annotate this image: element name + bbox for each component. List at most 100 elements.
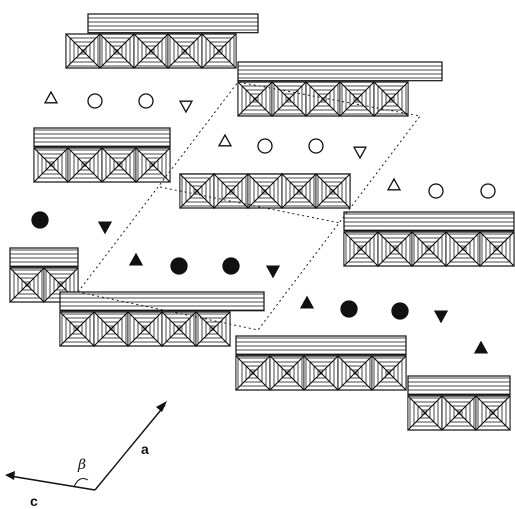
octahedron [306, 82, 340, 116]
octahedron-center [229, 189, 232, 192]
c-axis-arrowhead [5, 471, 15, 480]
filled-circle-icon [341, 301, 357, 317]
octahedron [60, 312, 94, 346]
octahedron [196, 312, 230, 346]
octahedron-center [49, 163, 52, 166]
octahedral-layer [238, 62, 442, 116]
octahedron-center [211, 327, 214, 330]
octahedron-center [149, 49, 152, 52]
octahedron-center [195, 189, 198, 192]
filled-triangle-up-icon [130, 254, 142, 265]
open-circle-icon [481, 184, 495, 198]
open-circle-icon [258, 139, 272, 153]
a-axis-arrowhead [156, 401, 167, 412]
octahedron-center [263, 189, 266, 192]
octahedron-center [353, 371, 356, 374]
open-circle-icon [429, 184, 443, 198]
octahedron [134, 34, 168, 68]
octahedron-center [109, 327, 112, 330]
layer-back-band [344, 212, 514, 231]
open-circle-icon [88, 94, 102, 108]
octahedron-center [461, 247, 464, 250]
filled-triangle-down-icon [435, 311, 447, 322]
octahedron-center [457, 411, 460, 414]
octahedron-center [427, 247, 430, 250]
open-circle-icon [139, 94, 153, 108]
layer-back-band [238, 62, 442, 81]
octahedron [68, 148, 102, 182]
octahedron [136, 148, 170, 182]
octahedron [340, 82, 374, 116]
octahedron [202, 34, 236, 68]
octahedron [214, 174, 248, 208]
octahedron [162, 312, 196, 346]
octahedron [100, 34, 134, 68]
octahedron [34, 148, 68, 182]
octahedral-layer [60, 292, 264, 346]
octahedron [374, 82, 408, 116]
octahedron-center [183, 49, 186, 52]
filled-triangle-up-icon [301, 297, 313, 308]
octahedron [10, 268, 44, 302]
octahedron [442, 396, 476, 430]
octahedron-center [151, 163, 154, 166]
octahedron-center [387, 371, 390, 374]
octahedron [66, 34, 100, 68]
octahedron-center [115, 49, 118, 52]
beta-angle-arc [74, 479, 88, 487]
filled-triangle-up-icon [475, 342, 487, 353]
octahedron-center [423, 411, 426, 414]
layer-back-band [236, 336, 406, 355]
octahedron [412, 232, 446, 266]
layer-back-band [34, 128, 170, 147]
octahedral-layer [34, 128, 170, 182]
layer-back-band [88, 14, 258, 33]
octahedral-layer [236, 336, 406, 390]
octahedron [270, 356, 304, 390]
octahedron [476, 396, 510, 430]
beta-angle-label: β [77, 457, 86, 473]
c-axis-label: c [30, 493, 38, 509]
octahedron-center [389, 97, 392, 100]
filled-triangle-down-icon [99, 222, 111, 233]
octahedron-center [355, 97, 358, 100]
open-circle-icon [309, 139, 323, 153]
octahedral-layers [10, 14, 514, 430]
octahedron-center [287, 97, 290, 100]
octahedron-center [331, 189, 334, 192]
a-axis-line [95, 405, 165, 490]
layer-back-band [408, 376, 510, 395]
layer-back-band [60, 292, 264, 311]
octahedron-center [59, 283, 62, 286]
octahedron [446, 232, 480, 266]
filled-triangle-down-icon [267, 266, 279, 277]
octahedron-center [495, 247, 498, 250]
open-triangle-up-icon [219, 135, 231, 146]
octahedron [272, 82, 306, 116]
octahedron [316, 174, 350, 208]
filled-circle-icon [392, 303, 408, 319]
octahedron [94, 312, 128, 346]
filled-circle-icon [32, 212, 48, 228]
octahedron [102, 148, 136, 182]
octahedron [304, 356, 338, 390]
octahedron-center [217, 49, 220, 52]
octahedral-layer [180, 174, 350, 208]
open-triangle-up-icon [45, 92, 57, 103]
octahedron [180, 174, 214, 208]
octahedron-center [359, 247, 362, 250]
octahedron [238, 82, 272, 116]
octahedron [372, 356, 406, 390]
octahedron-center [83, 163, 86, 166]
octahedron-center [117, 163, 120, 166]
octahedron-center [81, 49, 84, 52]
octahedron [248, 174, 282, 208]
a-axis-label: a [141, 441, 149, 457]
octahedron-center [177, 327, 180, 330]
octahedron-center [393, 247, 396, 250]
open-triangle-down-icon [180, 101, 192, 112]
octahedron-center [25, 283, 28, 286]
octahedron-center [253, 97, 256, 100]
octahedron [338, 356, 372, 390]
